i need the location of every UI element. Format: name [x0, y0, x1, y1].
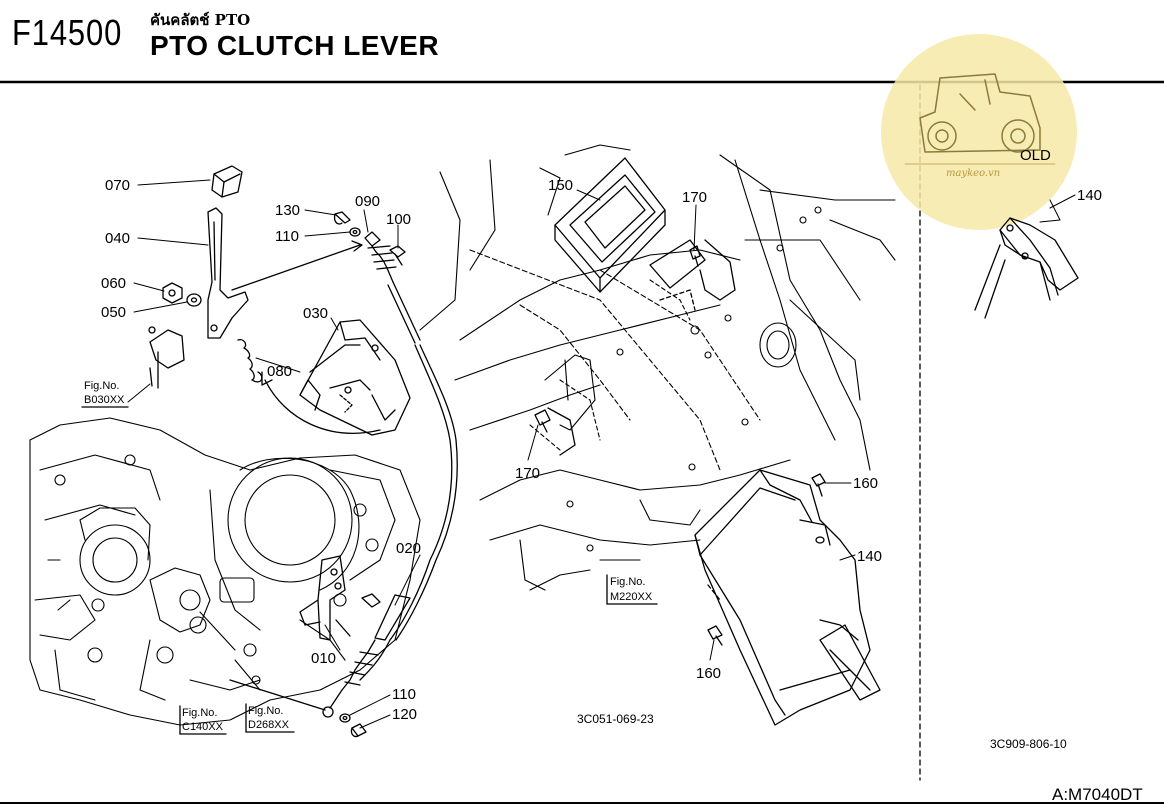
callout-030: 030: [303, 305, 328, 322]
pin-130: [333, 211, 351, 225]
guide-line-upper: [231, 244, 361, 291]
fig-ref-b030-label: Fig.No.: [84, 380, 119, 392]
callout-140: 140: [857, 548, 882, 565]
callout-170-upper: 170: [682, 189, 707, 206]
bracket-010: [299, 555, 381, 641]
fig-ref-d268: Fig.No. D268XX: [245, 703, 295, 733]
section-code: F14500: [12, 12, 123, 53]
bracket-030: [299, 319, 411, 436]
callout-140-old: 140: [1077, 187, 1102, 204]
callout-060: 060: [101, 275, 126, 292]
lever-bracket-b030: [148, 326, 185, 389]
maykeo-watermark: maykeo.vn: [881, 34, 1077, 230]
callout-160-lower: 160: [696, 665, 721, 682]
spring-080: [237, 339, 263, 383]
callout-150: 150: [548, 177, 573, 194]
callout-080: 080: [267, 363, 292, 380]
tractor-icon: [919, 73, 1041, 153]
old-version-label: OLD: [1020, 147, 1051, 164]
guide-line-lower: [264, 379, 381, 434]
watermark-text: maykeo.vn: [946, 168, 1000, 179]
callout-160-upper: 160: [853, 475, 878, 492]
lever-040: [207, 207, 249, 339]
callout-120: 120: [392, 706, 417, 723]
washer-110-bottom: [339, 713, 351, 723]
drawing-ref-main: 3C051-069-23: [577, 712, 654, 726]
bolt-160-upper: [811, 473, 826, 497]
transmission-housing: [419, 144, 896, 591]
fig-ref-d268-code: D268XX: [248, 719, 290, 731]
cover-140: [694, 469, 881, 726]
callout-040: 040: [105, 230, 130, 247]
fig-ref-m220: Fig.No. M220XX: [606, 574, 658, 605]
old-cover-140: [974, 217, 1079, 319]
fig-ref-c140-code: C140XX: [182, 721, 224, 733]
thai-subtitle: คันคลัตช์ PTO: [150, 11, 251, 29]
guide-arrow-upper: [351, 240, 363, 252]
cable-090: [359, 231, 458, 681]
callout-130: 130: [275, 202, 300, 219]
lever-knob-070: [211, 165, 243, 198]
page-title: PTO CLUTCH LEVER: [150, 30, 440, 61]
drawing-ref-old: 3C909-806-10: [990, 737, 1067, 751]
callout-numbers: 070 040 060 050 130 110 090 100 030 080 …: [101, 147, 1143, 804]
bolt-100: [389, 245, 406, 266]
washer-110-top: [349, 227, 361, 237]
callout-020: 020: [396, 540, 421, 557]
washer-050: [186, 293, 202, 307]
callout-010: 010: [311, 650, 336, 667]
nut-060: [162, 282, 183, 304]
fig-ref-c140: Fig.No. C140XX: [179, 705, 227, 735]
bolt-170-lower: [534, 407, 576, 456]
callout-050: 050: [101, 304, 126, 321]
leader-lines: [127, 179, 1076, 729]
cover-150: [554, 157, 706, 311]
fig-ref-c140-label: Fig.No.: [182, 707, 217, 719]
callout-090: 090: [355, 193, 380, 210]
fig-ref-d268-label: Fig.No.: [248, 705, 283, 717]
callout-110-bottom: 110: [392, 686, 416, 703]
fig-ref-b030-code: B030XX: [84, 394, 125, 406]
fig-ref-m220-code: M220XX: [610, 591, 653, 603]
fig-ref-m220-label: Fig.No.: [610, 576, 645, 588]
pin-120: [350, 723, 367, 738]
guide-arrow-lower: [261, 371, 273, 386]
callout-110-top: 110: [275, 228, 299, 245]
fig-ref-b030: Fig.No. B030XX: [81, 380, 129, 408]
bolt-160-lower: [707, 625, 723, 646]
bolt-170-upper: [689, 239, 736, 301]
callout-070: 070: [105, 177, 130, 194]
callout-100: 100: [386, 211, 411, 228]
model-code: A:M7040DT: [1052, 785, 1143, 804]
callout-170-lower: 170: [515, 465, 540, 482]
rod-020: [229, 594, 411, 718]
